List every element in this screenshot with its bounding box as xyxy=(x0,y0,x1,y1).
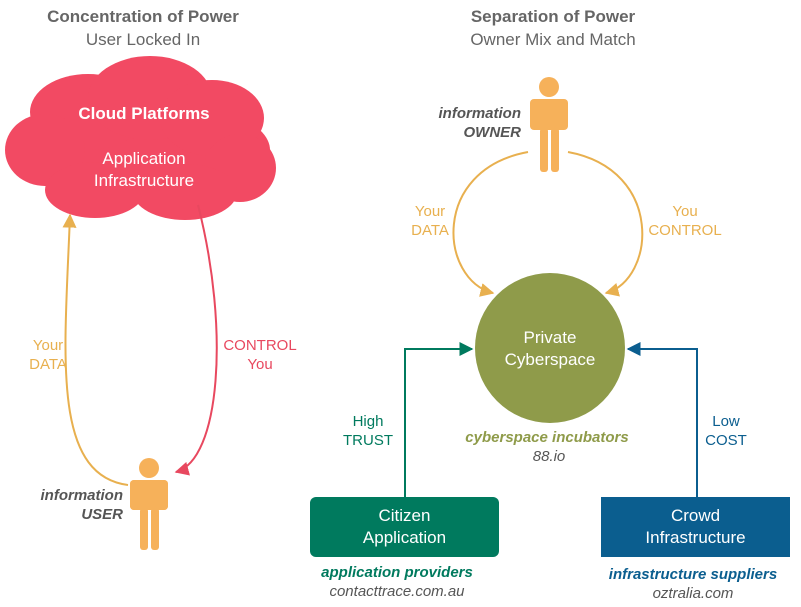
right-data-label-line-2: DATA xyxy=(411,222,449,239)
right-control-label-line-1: You xyxy=(672,203,698,220)
right-data-label-line-1: Your xyxy=(414,203,446,220)
right-control-arrow xyxy=(567,151,644,297)
trust-label-line-2: TRUST xyxy=(343,432,393,449)
right-control-label: You CONTROL xyxy=(648,202,721,240)
center-node-text: Private Cyberspace xyxy=(505,327,596,371)
cost-arrow xyxy=(626,342,698,497)
cost-label-line-2: COST xyxy=(705,432,747,449)
left-control-label-line-2: You xyxy=(247,356,273,373)
cloud-platforms-shape xyxy=(5,56,276,220)
citizen-application-box: Citizen Application xyxy=(310,497,499,557)
left-control-arrow xyxy=(174,204,218,476)
app-providers-site: contacttrace.com.au xyxy=(329,583,465,600)
center-node-line-2: Cyberspace xyxy=(504,350,596,369)
user-label-line-1: information xyxy=(40,487,124,504)
infra-suppliers-site: oztralia.com xyxy=(652,585,734,602)
right-control-label-line-2: CONTROL xyxy=(648,222,722,239)
owner-label: information OWNER xyxy=(425,104,522,142)
left-subheading: User Locked In xyxy=(85,30,201,49)
trust-arrow xyxy=(404,342,474,497)
trust-label: High TRUST xyxy=(343,412,393,450)
left-data-label-line-2: DATA xyxy=(29,356,67,373)
right-subheading: Owner Mix and Match xyxy=(470,30,636,49)
infra-suppliers-role: infrastructure suppliers xyxy=(608,566,778,583)
owner-person-icon xyxy=(530,77,568,172)
user-label-line-2: USER xyxy=(81,506,123,523)
crowd-infrastructure-box: Crowd Infrastructure xyxy=(601,497,790,557)
owner-label-line-2: OWNER xyxy=(463,124,522,141)
user-label: information USER xyxy=(33,486,124,524)
app-providers-role: application providers xyxy=(321,564,473,581)
left-heading: Concentration of Power xyxy=(47,7,239,26)
left-data-arrow xyxy=(62,213,129,486)
trust-label-line-1: High xyxy=(352,413,384,430)
crowd-box-line-1: Crowd xyxy=(670,506,721,525)
left-control-label-line-1: CONTROL xyxy=(223,337,297,354)
owner-label-line-1: information xyxy=(438,105,522,122)
incubators-role: cyberspace incubators xyxy=(465,429,629,446)
cost-label: Low COST xyxy=(705,412,747,450)
citizen-box-line-1: Citizen xyxy=(378,506,431,525)
cost-label-line-1: Low xyxy=(712,413,740,430)
left-data-label: Your DATA xyxy=(29,336,67,374)
crowd-box-line-2: Infrastructure xyxy=(645,528,746,547)
right-data-arrow xyxy=(452,151,529,297)
right-heading: Separation of Power xyxy=(470,7,636,26)
left-data-label-line-1: Your xyxy=(32,337,64,354)
cloud-description: Application Infrastructure xyxy=(94,148,194,192)
cloud-line-2: Infrastructure xyxy=(93,171,195,190)
cloud-line-1: Application xyxy=(102,149,186,168)
incubators-site: 88.io xyxy=(532,448,566,465)
private-cyberspace-node xyxy=(475,273,625,423)
right-data-label: Your DATA xyxy=(411,202,449,240)
user-person-icon xyxy=(130,458,168,550)
left-control-label: CONTROL You xyxy=(223,336,296,374)
citizen-box-line-2: Application xyxy=(362,528,447,547)
center-node-line-1: Private xyxy=(523,328,577,347)
cloud-title: Cloud Platforms xyxy=(78,104,210,123)
